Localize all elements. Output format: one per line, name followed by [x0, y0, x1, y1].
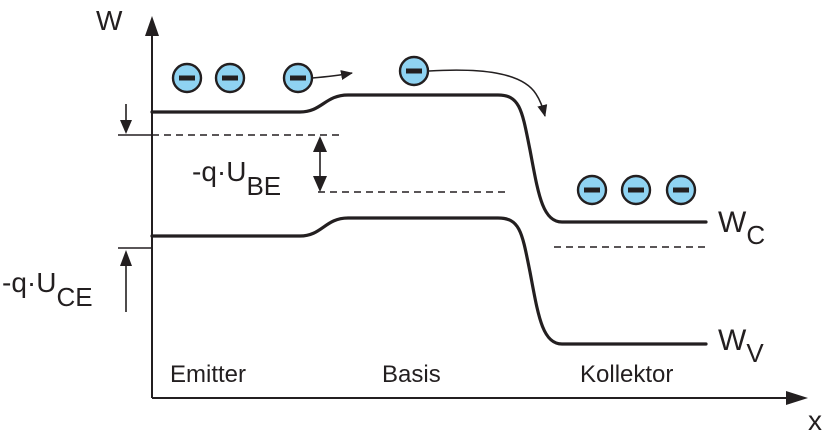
ube-double-arrow	[313, 136, 327, 192]
uce-label: -q·UCE	[2, 267, 93, 312]
electron-motion-arrow-1	[311, 70, 353, 80]
electron-icon	[214, 62, 246, 94]
small-down-arrow	[120, 104, 132, 134]
x-axis-label: x	[808, 405, 822, 436]
conduction-band-curve	[150, 93, 708, 224]
electron-icon	[620, 174, 652, 206]
ube-label: -q·UBE	[192, 156, 281, 201]
region-label-base: Basis	[382, 361, 441, 388]
valence-band-label: WV	[718, 324, 764, 368]
electron-icon	[665, 174, 697, 206]
electron-icon	[398, 55, 430, 87]
electron-motion-arrow-2	[428, 69, 548, 117]
electron-icon	[282, 62, 314, 94]
valence-band-curve	[150, 216, 708, 346]
uce-up-arrow	[120, 250, 132, 312]
x-axis-arrowhead	[786, 391, 808, 405]
region-label-collector: Kollektor	[580, 361, 673, 388]
conduction-band-label: WC	[718, 206, 765, 250]
y-axis-label: W	[96, 5, 123, 36]
axes: W x	[96, 5, 822, 436]
region-label-emitter: Emitter	[170, 361, 246, 388]
electron-icon	[576, 174, 608, 206]
electron-icon	[171, 62, 203, 94]
y-axis-arrowhead	[145, 16, 159, 36]
